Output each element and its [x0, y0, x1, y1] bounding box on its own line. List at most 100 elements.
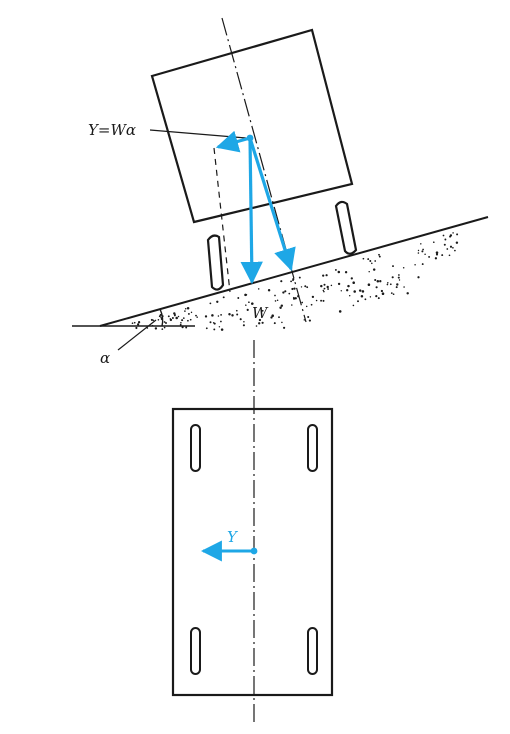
stipple-dot	[322, 274, 325, 277]
vehicle-center-line	[221, 17, 307, 323]
stipple-dot	[135, 326, 138, 330]
stipple-dot	[452, 232, 454, 234]
vertical-dashed-line	[213, 147, 231, 293]
stipple-dot	[338, 310, 342, 313]
stipple-dot	[347, 284, 350, 288]
stipple-dot	[133, 321, 136, 324]
stipple-dot	[231, 314, 234, 317]
top-center-of-gravity	[250, 547, 258, 555]
stipple-dot	[267, 289, 271, 292]
stipple-dot	[173, 312, 176, 315]
stipple-dot	[235, 309, 238, 312]
stipple-dot	[291, 287, 294, 291]
weight-label: W	[252, 304, 269, 322]
stipple-dot	[167, 315, 170, 318]
stipple-dot	[181, 319, 184, 322]
stipple-dot	[323, 283, 326, 286]
stipple-dot	[190, 311, 193, 314]
stipple-dot	[346, 289, 349, 292]
stipple-dot	[337, 270, 341, 274]
stipple-dot	[340, 290, 343, 292]
side-view: Y=Wα W α	[72, 17, 489, 367]
stipple-dot	[391, 276, 394, 279]
wheel-slot-rear-right	[307, 627, 318, 675]
stipple-dot	[136, 323, 140, 326]
stipple-dot	[213, 328, 216, 331]
stipple-dot	[446, 248, 449, 250]
stipple-dot	[163, 321, 166, 323]
stipple-dot	[280, 280, 283, 283]
stipple-dot	[403, 286, 405, 288]
stipple-dot	[417, 252, 420, 254]
stipple-dot	[367, 283, 371, 286]
stipple-dot	[281, 321, 283, 324]
stipple-dot	[444, 238, 447, 241]
stipple-dot	[258, 318, 262, 322]
stipple-dot	[452, 246, 454, 249]
stipple-dot	[204, 315, 208, 318]
stipple-dot	[395, 286, 398, 289]
stipple-dot	[315, 299, 318, 302]
lateral-force-leader-line	[149, 129, 247, 139]
stipple-dot	[271, 314, 274, 317]
stipple-dot	[441, 254, 444, 257]
stipple-dot	[392, 265, 394, 268]
stipple-dot	[358, 289, 362, 292]
stipple-dot	[310, 303, 313, 306]
stipple-dot	[348, 294, 351, 297]
stipple-dot	[417, 249, 420, 252]
stipple-dot	[322, 299, 325, 302]
stipple-dot	[184, 310, 186, 312]
stipple-dot	[255, 325, 258, 327]
stipple-dot	[278, 316, 280, 319]
stipple-dot	[323, 290, 325, 293]
stipple-dot	[175, 316, 178, 320]
stipple-dot	[326, 285, 329, 289]
stipple-dot	[239, 318, 242, 321]
stipple-dot	[387, 281, 389, 284]
stipple-dot	[283, 326, 286, 329]
stipple-dot	[218, 326, 221, 328]
left-wheel	[206, 234, 225, 291]
stipple-dot	[245, 304, 247, 306]
slope-angle-arc	[159, 308, 164, 327]
stipple-dot	[380, 289, 384, 293]
stipple-dot	[169, 318, 172, 320]
stipple-dot	[276, 299, 279, 302]
stipple-dot	[361, 290, 365, 293]
side-center-of-gravity	[246, 134, 254, 142]
stipple-dot	[378, 255, 381, 258]
stipple-dot	[186, 306, 190, 310]
stipple-dot	[246, 308, 249, 311]
stipple-dot	[258, 322, 261, 325]
stipple-dot	[455, 241, 459, 244]
stipple-dot	[291, 304, 293, 306]
wheel-slot-front-left	[190, 424, 201, 472]
stipple-dot	[209, 321, 212, 324]
stipple-dot	[396, 283, 399, 286]
stipple-dot	[364, 298, 367, 301]
stipple-dot	[274, 294, 276, 297]
stipple-dot	[196, 316, 198, 318]
stipple-dot	[294, 297, 297, 300]
stipple-dot	[282, 291, 285, 294]
wheel-slot-rear-left	[190, 627, 201, 675]
stipple-dot	[209, 302, 212, 305]
stipple-dot	[323, 287, 326, 290]
stipple-dot	[352, 281, 355, 284]
stipple-dot	[420, 243, 422, 245]
stipple-dot	[293, 287, 296, 290]
stipple-dot	[360, 294, 364, 298]
lateral-force-equation-label: Y=Wα	[88, 121, 136, 139]
stipple-dot	[185, 326, 188, 329]
stipple-dot	[180, 322, 182, 324]
stipple-dot	[184, 307, 187, 310]
stipple-dot	[320, 299, 323, 302]
stipple-dot	[274, 300, 277, 302]
stipple-dot	[398, 274, 400, 276]
vehicle-body	[150, 28, 354, 224]
stipple-dot	[182, 317, 185, 319]
normal-component-arrow	[248, 137, 296, 272]
stipple-dot	[270, 316, 273, 319]
stipple-dot	[248, 301, 250, 304]
